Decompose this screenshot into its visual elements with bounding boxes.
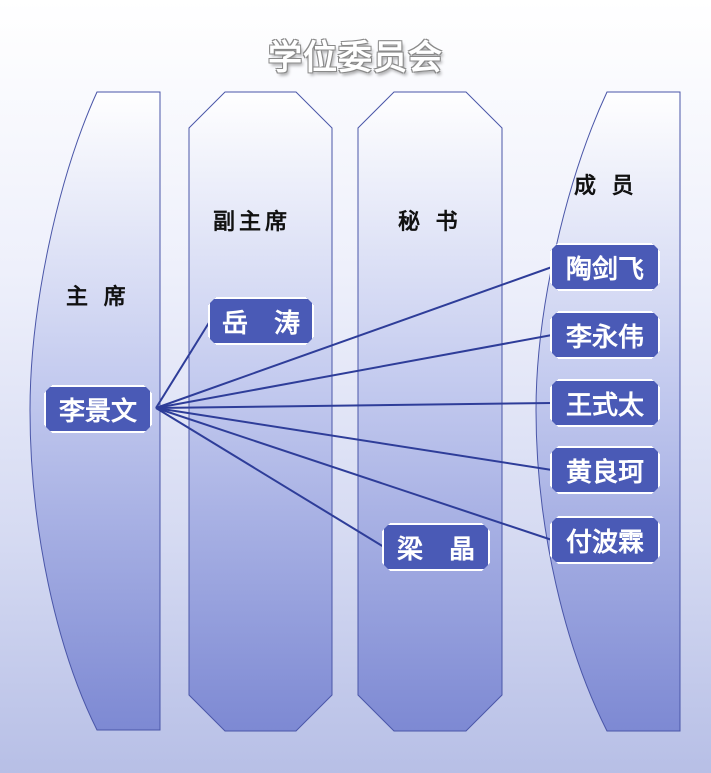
members-column-label: 成 员: [574, 174, 638, 199]
member-name: 黄良珂: [565, 457, 644, 488]
connector-line-member-3: [155, 402, 553, 409]
member-name-box: 黄良珂: [550, 446, 660, 494]
vice-chair-name-box: 岳 涛: [208, 297, 314, 345]
member-name: 李永伟: [565, 322, 644, 353]
secretary-column-label: 秘 书: [398, 210, 462, 235]
member-name-box: 付波霖: [550, 516, 660, 564]
connector-line-member-2: [155, 334, 553, 409]
chair-name: 李景文: [58, 396, 137, 427]
connector-line-member-1: [155, 266, 553, 409]
chair-column-label: 主 席: [66, 285, 130, 310]
member-name-box: 李永伟: [550, 311, 660, 359]
member-name: 陶剑飞: [565, 254, 644, 285]
vice-chair-column-shape: [188, 91, 333, 732]
member-name-box: 王式太: [550, 379, 660, 427]
chair-name-box: 李景文: [44, 385, 152, 433]
connector-line-secretary: [155, 407, 385, 548]
member-name: 王式太: [565, 390, 644, 421]
connector-line-member-5: [155, 407, 553, 541]
member-name: 付波霖: [565, 527, 644, 558]
vice-chair-name: 岳 涛: [221, 308, 300, 339]
secretary-name-box: 梁 晶: [382, 523, 490, 571]
secretary-column-shape: [357, 91, 503, 732]
vice-chair-column-label: 副主席: [213, 210, 292, 235]
connector-line-vice-chair: [155, 320, 211, 409]
diagram-title: 学位委员会: [268, 38, 443, 78]
secretary-name: 梁 晶: [396, 534, 475, 565]
connector-line-member-4: [155, 407, 553, 471]
member-name-box: 陶剑飞: [550, 243, 660, 291]
